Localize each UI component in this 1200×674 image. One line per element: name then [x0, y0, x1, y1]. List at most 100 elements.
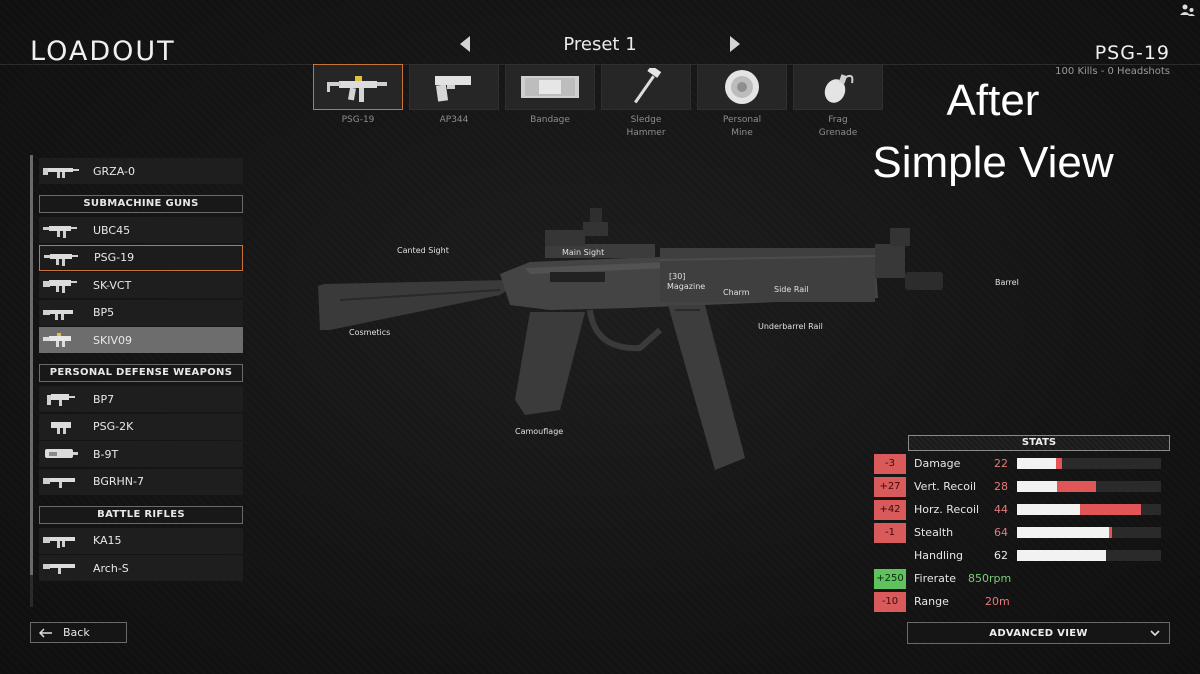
weapon-item-label: PSG-19: [94, 251, 135, 264]
stat-value: 64: [994, 526, 1008, 539]
attachment-main-sight[interactable]: Main Sight: [562, 248, 605, 257]
stat-row-handling: Handling 62: [874, 546, 1170, 566]
weapon-model[interactable]: [300, 200, 960, 490]
attachment-underbarrel-rail[interactable]: Underbarrel Rail: [758, 322, 823, 331]
weapon-list[interactable]: GRZA-0 SUBMACHINE GUNS UBC45 PSG-19 SK-V…: [30, 155, 244, 607]
weapon-item-ubc45[interactable]: UBC45: [39, 217, 243, 243]
weapon-name: PSG-19: [1094, 42, 1170, 64]
stat-delta: -3: [874, 454, 906, 474]
weapon-item-ka15[interactable]: KA15: [39, 527, 243, 554]
weapon-item-bp5[interactable]: BP5: [39, 299, 243, 326]
loadout-slots: PSG-19 AP344 Bandage Sledg: [313, 64, 883, 140]
weapon-list-scrollbar[interactable]: [30, 155, 33, 607]
attachment-charm[interactable]: Charm: [723, 288, 750, 297]
attachment-camouflage[interactable]: Camouflage: [515, 427, 564, 436]
slot-secondary[interactable]: AP344: [409, 64, 499, 140]
magazine-count: [30]: [669, 272, 686, 281]
rifle-icon: [43, 168, 79, 178]
stat-bar: [1017, 481, 1161, 492]
weapon-item-sk-vct[interactable]: SK-VCT: [39, 272, 243, 298]
weapon-item-grza-0[interactable]: GRZA-0: [39, 158, 243, 184]
slot-box[interactable]: [313, 64, 403, 110]
pistol-icon: [435, 76, 471, 102]
smg-icon: [43, 333, 71, 347]
attachment-side-rail[interactable]: Side Rail: [774, 285, 809, 294]
weapon-item-label: BGRHN-7: [93, 475, 144, 488]
scrollbar-thumb[interactable]: [30, 155, 33, 575]
category-header-submachine-guns: SUBMACHINE GUNS: [39, 195, 243, 213]
slot-box[interactable]: [409, 64, 499, 110]
arrow-left-icon: [39, 627, 52, 638]
stat-row-vert-recoil: +27 Vert. Recoil 28: [874, 477, 1170, 497]
smg-icon: [43, 280, 77, 293]
grenade-icon: [824, 74, 854, 103]
weapon-item-label: PSG-2K: [93, 420, 134, 433]
weapon-item-skiv09[interactable]: SKIV09: [39, 327, 243, 353]
smg-icon: [327, 76, 387, 102]
stat-bar-change: [1057, 481, 1097, 492]
stat-name: Damage: [914, 457, 961, 470]
slot-box[interactable]: [793, 64, 883, 110]
chevron-down-icon: [1150, 630, 1160, 637]
stat-row-damage: -3 Damage 22: [874, 454, 1170, 474]
weapon-item-bgrhn-7[interactable]: BGRHN-7: [39, 468, 243, 495]
stat-bar-change: [1055, 458, 1062, 469]
weapon-item-label: Arch-S: [93, 561, 129, 575]
weapon-item-arch-s[interactable]: Arch-S: [39, 555, 243, 581]
stat-name: Range: [914, 595, 949, 608]
preset-prev-arrow-icon[interactable]: [460, 36, 470, 52]
advanced-view-button[interactable]: ADVANCED VIEW: [907, 622, 1170, 644]
smg-icon: [44, 253, 78, 266]
slot-box[interactable]: [505, 64, 595, 110]
stat-bar: [1017, 550, 1161, 561]
weapon-item-label: SK-VCT: [93, 278, 132, 292]
slot-label: AP344: [439, 115, 469, 125]
weapon-item-label: BP5: [93, 306, 115, 319]
stat-value: 22: [994, 457, 1008, 470]
stat-delta: -1: [874, 523, 906, 543]
smg-icon: [43, 309, 73, 320]
attachment-barrel[interactable]: Barrel: [995, 278, 1019, 287]
back-button[interactable]: Back: [30, 622, 127, 643]
weapon-item-bp7[interactable]: BP7: [39, 386, 243, 412]
stat-name: Handling: [914, 549, 964, 562]
weapon-item-psg-19[interactable]: PSG-19: [39, 244, 243, 271]
pdw-icon: [51, 421, 71, 434]
slot-primary[interactable]: PSG-19: [313, 64, 403, 140]
slot-medical[interactable]: Bandage: [505, 64, 595, 140]
social-icon[interactable]: [1180, 4, 1196, 16]
attachment-canted-sight[interactable]: Canted Sight: [397, 246, 449, 255]
preset-next-arrow-icon[interactable]: [730, 36, 740, 52]
stat-name: Stealth: [914, 526, 954, 539]
stat-name: Firerate: [914, 572, 956, 585]
overlay-line-2: Simple View: [872, 138, 1114, 187]
overlay-line-1: After: [946, 76, 1040, 125]
stat-delta: +27: [874, 477, 906, 497]
overlay-caption: After Simple View: [843, 70, 1143, 194]
slot-throwable[interactable]: Frag Grenade: [793, 64, 883, 140]
stats-header: STATS: [908, 435, 1170, 451]
smg-icon: [43, 226, 77, 238]
category-header-personal-defense-weapons: PERSONAL DEFENSE WEAPONS: [39, 364, 243, 382]
slot-box[interactable]: [601, 64, 691, 110]
weapon-item-label: UBC45: [93, 223, 131, 237]
slot-box[interactable]: [697, 64, 787, 110]
weapon-item-psg-2k[interactable]: PSG-2K: [39, 413, 243, 440]
stat-name: Horz. Recoil: [914, 503, 980, 516]
slot-label: Frag Grenade: [818, 115, 858, 138]
stat-bar-change: [1109, 527, 1113, 538]
slot-equipment[interactable]: Personal Mine: [697, 64, 787, 140]
slot-label: PSG-19: [341, 115, 375, 125]
weapon-kills: 100 Kills - 0 Headshots: [1055, 66, 1170, 77]
attachment-cosmetics[interactable]: Cosmetics: [349, 328, 391, 337]
stat-bar-change: [1080, 504, 1141, 515]
stat-delta: +42: [874, 500, 906, 520]
weapon-item-label: KA15: [93, 534, 122, 547]
preset-name: Preset 1: [563, 34, 637, 55]
stat-value: 850rpm: [968, 572, 1012, 585]
attachment-magazine[interactable]: Magazine: [667, 282, 706, 291]
weapon-item-b-9t[interactable]: B-9T: [39, 441, 243, 467]
hammer-icon: [634, 68, 662, 104]
slot-melee[interactable]: Sledge Hammer: [601, 64, 691, 140]
stat-row-stealth: -1 Stealth 64: [874, 523, 1170, 543]
